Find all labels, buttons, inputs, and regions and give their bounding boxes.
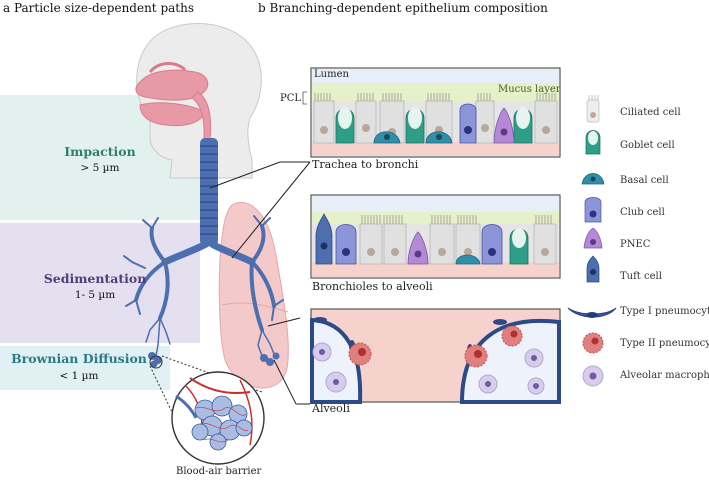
bronchiole-epithelium-box [310, 194, 561, 279]
goblet-cell-icon [585, 130, 601, 155]
alveoli-label: Alveoli [312, 402, 350, 415]
pnec-icon [583, 227, 603, 249]
pcl-label: PCL [280, 93, 302, 104]
impaction-title: Impaction [64, 144, 136, 159]
connector-lines [209, 161, 311, 405]
tuft-cell-icon [586, 255, 600, 283]
panel-b-title: b Branching-dependent epithelium composi… [258, 1, 548, 15]
type1-pneumocyte-icon [567, 307, 617, 318]
panel-a-title: a Particle size-dependent paths [3, 1, 194, 15]
trachea-label: Trachea to bronchi [312, 158, 419, 171]
bronchioles-label: Bronchioles to alveoli [312, 280, 433, 293]
legend-macrophage: Alveolar macrophage [620, 370, 709, 381]
legend-pnec: PNEC [620, 239, 651, 250]
trachea-illustration [123, 138, 284, 369]
legend-tuft: Tuft cell [620, 271, 662, 282]
blood-air-barrier-label: Blood-air barrier [176, 466, 262, 477]
legend-goblet: Goblet cell [620, 140, 675, 151]
diffusion-title: Brownian Diffusion [11, 351, 147, 366]
trachea-epithelium-box [310, 67, 561, 158]
basal-cell-icon [581, 173, 605, 185]
sedimentation-title: Sedimentation [43, 271, 147, 286]
diffusion-size: < 1 µm [59, 370, 99, 382]
legend-ciliated: Ciliated cell [620, 107, 681, 118]
lumen-label: Lumen [314, 69, 349, 80]
legend-basal: Basal cell [620, 175, 669, 186]
diffusion-band [0, 346, 170, 390]
legend-club: Club cell [620, 207, 665, 218]
head-illustration [135, 23, 262, 179]
legend-type2: Type II pneumocyte [620, 338, 709, 349]
ciliated-cell-icon [586, 95, 600, 123]
legend-type1: Type I pneumocyte [620, 306, 709, 317]
club-cell-icon [584, 197, 602, 223]
type2-pneumocyte-icon [582, 332, 604, 354]
blood-air-barrier-inset [171, 371, 265, 465]
pcl-bracket [302, 91, 307, 105]
mucus-label: Mucus layer [498, 84, 561, 95]
alveolar-macrophage-icon [582, 365, 604, 387]
alveoli-box [310, 308, 561, 404]
sedimentation-size: 1- 5 µm [74, 289, 116, 301]
impaction-size: > 5 µm [80, 162, 120, 174]
